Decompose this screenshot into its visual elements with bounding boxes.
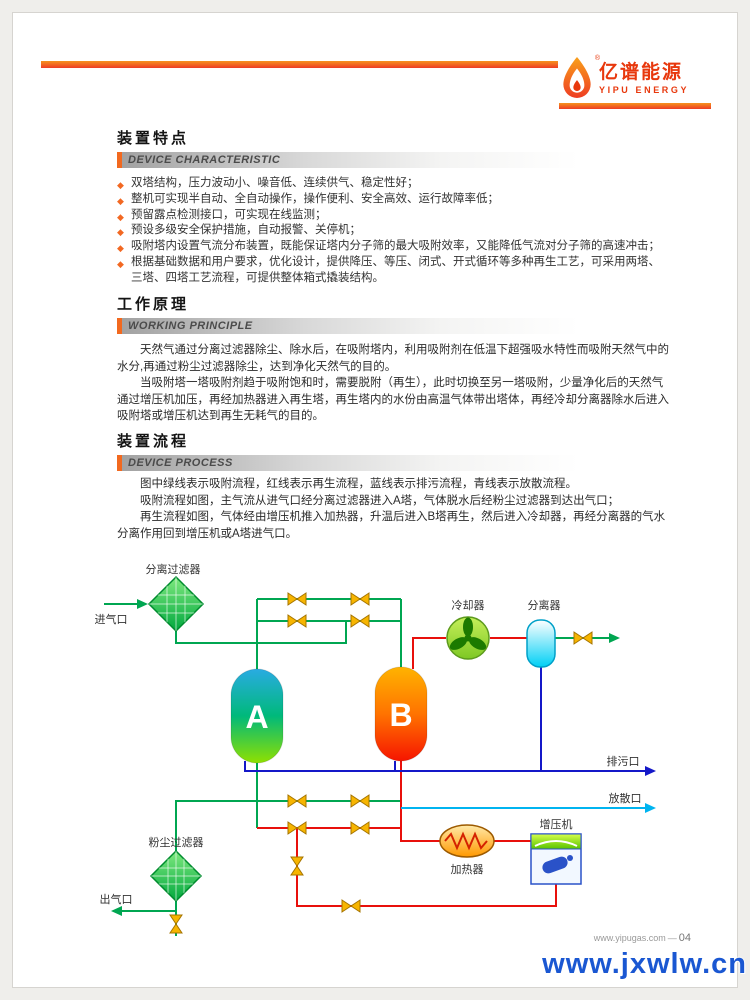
label-dust-filter: 粉尘过滤器 (149, 836, 204, 849)
heater (439, 824, 495, 858)
paragraph: 当吸附塔一塔吸附剂趋于吸附饱和时，需要脱附（再生），此时切换至另一塔吸附，少量净… (117, 377, 669, 423)
label-heater: 加热器 (451, 863, 484, 876)
diamond-bullet-icon: ◆ (117, 180, 124, 190)
booster-compressor (530, 833, 582, 885)
drain-flow-arrow (645, 766, 656, 776)
diamond-bullet-icon: ◆ (117, 227, 124, 238)
section-header-process: 装置流程 DEVICE PROCESS (117, 430, 579, 471)
header-rule-right (559, 103, 711, 109)
paragraph: 天然气通过分离过滤器除尘、除水后，在吸附塔内，利用吸附剂在低温下超强吸水特性而吸… (117, 344, 669, 373)
adsorption-tower-a: A (230, 668, 284, 764)
feature-text: 整机可实现半自动、全自动操作，操作便利、安全高效、运行故障率低； (131, 192, 499, 205)
features-title-en: DEVICE CHARACTERISTIC (117, 152, 579, 168)
principle-title-cn: 工作原理 (117, 296, 190, 313)
feature-text: 根据基础数据和用户要求，优化设计，提供降压、等压、闭式、开式循环等多种再生工艺，… (131, 255, 660, 284)
features-list: ◆ 双塔结构，压力波动小、噪音低、连续供气、稳定性好； ◆ 整机可实现半自动、全自动… (117, 176, 669, 287)
feature-text: 预留露点检测接口，可实现在线监测； (131, 208, 327, 221)
footer-website: www.yipugas.com (593, 933, 666, 943)
valve-icon (287, 794, 307, 808)
diamond-bullet-icon: ◆ (117, 258, 124, 269)
registered-mark: ® (594, 55, 600, 62)
valve-icon (287, 614, 307, 628)
tower-b-letter: B (389, 697, 412, 733)
separator-vessel (526, 619, 556, 668)
valve-icon (350, 614, 370, 628)
footer-separator: — (667, 933, 677, 943)
page-footer: www.yipugas.com—04 (594, 932, 691, 944)
list-item: ◆ 双塔结构，压力波动小、噪音低、连续供气、稳定性好； (117, 176, 669, 192)
section-header-features: 装置特点 DEVICE CHARACTERISTIC (117, 127, 579, 168)
logo-name-cn: 亿谱能源 (599, 61, 684, 83)
regeneration-tower-b: B (374, 666, 428, 762)
valve-icon (350, 592, 370, 606)
cooler (446, 616, 490, 660)
principle-title-en: WORKING PRINCIPLE (117, 318, 579, 334)
label-booster: 增压机 (540, 817, 573, 831)
adsorption-flow-arrows (111, 599, 620, 916)
list-item: ◆ 根据基础数据和用户要求，优化设计，提供降压、等压、闭式、开式循环等多种再生工艺… (117, 255, 669, 287)
list-item: ◆ 预留露点检测接口，可实现在线监测； (117, 208, 669, 224)
label-gas-outlet: 出气口 (100, 892, 133, 906)
paragraph: 吸附流程如图，主气流从进气口经分离过滤器进入A塔，气体脱水后经粉尘过滤器到达出气… (140, 494, 620, 507)
label-separator: 分离器 (528, 598, 561, 612)
page-number: 04 (678, 932, 691, 944)
principle-paragraphs: 天然气通过分离过滤器除尘、除水后，在吸附塔内，利用吸附剂在低温下超强吸水特性而吸… (117, 342, 669, 425)
valve-icon (341, 899, 361, 913)
label-drain-outlet: 排污口 (607, 754, 640, 768)
flame-icon: ® (561, 55, 600, 99)
vent-flow-arrow (645, 803, 656, 813)
feature-text: 双塔结构，压力波动小、噪音低、连续供气、稳定性好； (131, 177, 419, 189)
paragraph: 图中绿线表示吸附流程，红线表示再生流程，蓝线表示排污流程，青线表示放散流程。 (140, 478, 577, 490)
tower-a-letter: A (245, 699, 268, 735)
label-gas-inlet: 进气口 (95, 612, 128, 626)
drain-flow-lines (244, 667, 645, 772)
list-item: ◆ 预设多级安全保护措施，自动报警、关停机； (117, 223, 669, 239)
separation-filter (147, 575, 205, 633)
valve-icon (169, 914, 183, 934)
label-separation-filter: 分离过滤器 (146, 562, 201, 576)
company-logo: ® 亿谱能源 YIPU ENERGY (561, 55, 713, 101)
dust-filter (149, 849, 203, 903)
valve-icon (350, 821, 370, 835)
process-paragraphs: 图中绿线表示吸附流程，红线表示再生流程，蓝线表示排污流程，青线表示放散流程。 吸… (117, 476, 669, 542)
feature-text: 预设多级安全保护措施，自动报警、关停机； (131, 224, 361, 237)
valve-icon (350, 794, 370, 808)
diamond-bullet-icon: ◆ (117, 195, 124, 206)
label-vent-outlet: 放散口 (609, 791, 642, 805)
list-item: ◆ 整机可实现半自动、全自动操作，操作便利、安全高效、运行故障率低； (117, 192, 669, 208)
logo-name-en: YIPU ENERGY (599, 84, 690, 95)
process-title-cn: 装置流程 (117, 433, 190, 450)
process-flow-diagram: A B (71, 556, 691, 956)
valve-icon (573, 631, 593, 645)
watermark: www.jxwlw.cn (542, 948, 747, 980)
process-title-en: DEVICE PROCESS (117, 455, 579, 471)
feature-text: 吸附塔内设置气流分布装置，既能保证塔内分子筛的最大吸附效率，又能降低气流对分子筛… (131, 240, 660, 253)
features-title-cn: 装置特点 (117, 130, 190, 147)
page-body: ® 亿谱能源 YIPU ENERGY 装置特点 DEVICE CHARACTER… (12, 12, 738, 988)
logo-text: 亿谱能源 YIPU ENERGY (599, 62, 689, 95)
diamond-bullet-icon: ◆ (117, 243, 124, 254)
valve-icon (290, 856, 304, 876)
list-item: ◆ 吸附塔内设置气流分布装置，既能保证塔内分子筛的最大吸附效率，又能降低气流对分子… (117, 239, 669, 255)
diamond-bullet-icon: ◆ (117, 211, 124, 222)
label-cooler: 冷却器 (452, 599, 485, 612)
section-header-principle: 工作原理 WORKING PRINCIPLE (117, 293, 579, 334)
header-rule-left (41, 61, 558, 68)
paragraph: 再生流程如图，气体经由增压机推入加热器，升温后进入B塔再生，然后进入冷却器，再经… (117, 511, 666, 540)
valve-icon (287, 592, 307, 606)
